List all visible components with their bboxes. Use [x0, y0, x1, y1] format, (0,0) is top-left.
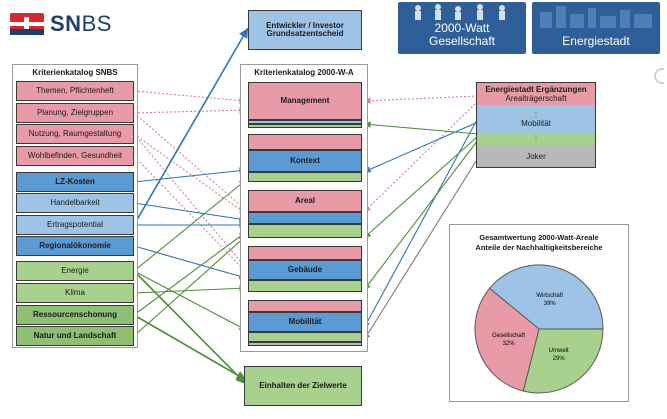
- snbs-economy-item-1: LZ-Kosten: [16, 172, 134, 192]
- link-citygreen-areal: [363, 135, 479, 239]
- snbs-environment-item-3: Ressourcenschonung: [16, 305, 134, 325]
- link-planung-management: [133, 106, 247, 114]
- pie-label-umwelt: Umwelt: [549, 348, 569, 354]
- snbs-catalog-title: Kriterienkatalog SNBS: [32, 68, 118, 77]
- watt-section-mobilitaet: Mobilität: [248, 312, 362, 332]
- link-planung-areal: [133, 112, 247, 211]
- link-citygreen-gebaeude: [363, 139, 479, 291]
- pie-value-wirtschaft: 39%: [544, 301, 557, 307]
- mobilitaet-society-strip: [248, 300, 362, 312]
- watt-section-areal: Areal: [248, 190, 362, 212]
- pie-chart-title: Gesamtwertung 2000-Watt-Areale Anteile d…: [450, 233, 628, 253]
- link-citygreen-management: [363, 121, 479, 135]
- investor-line2: Grundsatzentscheid: [266, 29, 344, 38]
- pie-value-umwelt: 29%: [553, 356, 566, 362]
- badge-energiestadt: Energiestadt: [532, 2, 660, 54]
- snbs-environment-item-2: Klima: [16, 283, 134, 303]
- city-supplement-panel: Energiestadt Ergänzungen Arealträgerscha…: [476, 82, 596, 168]
- watt-catalog-title: Kriterienkatalog 2000-W-A: [254, 68, 354, 77]
- management-economy-strip: [248, 120, 362, 124]
- areal-economy-strip: [248, 212, 362, 224]
- city-supplement-title: Energiestadt Ergänzungen: [485, 85, 587, 94]
- snbs-society-item-4: Wohlbefinden, Gesundheit: [16, 146, 134, 166]
- watt-section-kontext: Kontext: [248, 150, 362, 172]
- link-ressourcen-areal: [133, 231, 247, 316]
- areal-environment-strip: [248, 224, 362, 238]
- snbs-environment-item-4: Natur und Landschaft: [16, 326, 134, 346]
- pie-slice-gesellschaft: [474, 287, 540, 392]
- badge-2000-watt-text: 2000-Watt Gesellschaft: [398, 22, 526, 48]
- pie-title-line1: Gesamtwertung 2000-Watt-Areale: [479, 233, 599, 242]
- snbs-society-item-2: Planung, Zielgruppen: [16, 103, 134, 123]
- logo-text: SNBS: [50, 11, 112, 37]
- pie-slice-umwelt: [522, 328, 604, 394]
- snbs-environment-item-1: Energie: [16, 261, 134, 281]
- badge-2000-watt: 2000-Watt Gesellschaft: [398, 2, 526, 54]
- link-joker-mobilitaet: [363, 157, 479, 341]
- link-energie-kontext: [133, 179, 247, 272]
- link-energie-mobilitaet: [133, 270, 247, 331]
- city-skyline-icon: [540, 6, 652, 28]
- city-dots-1: :: [534, 110, 538, 119]
- gebaeude-society-strip: [248, 246, 362, 260]
- pie-label-gesellschaft: Gesellschaft: [492, 333, 525, 339]
- swiss-flag-icon: [10, 13, 44, 35]
- mobilitaet-environment-strip: [248, 332, 362, 342]
- decorative-arc: [654, 68, 664, 84]
- logo-text-bold: SN: [50, 11, 82, 36]
- mobilitaet-joker-strip: [248, 342, 362, 346]
- pie-title-line2: Anteile der Nachhaltigkeitsbereiche: [475, 243, 603, 252]
- management-environment-strip: [248, 124, 362, 128]
- badge-watt-line2: Gesellschaft: [428, 34, 496, 48]
- link-energie-zielwerte: [133, 270, 247, 385]
- city-item-joker: Joker: [477, 145, 595, 167]
- link-nutzung-areal: [133, 133, 247, 215]
- link-city-management: [363, 95, 479, 105]
- city-mobility-block: : Mobilität: [477, 105, 595, 133]
- link-city-areal: [363, 100, 479, 213]
- badge-watt-line1: 2000-Watt: [434, 21, 490, 35]
- watt-section-management: Management: [248, 82, 362, 120]
- kontext-society-strip: [248, 134, 362, 150]
- link-ressourcen-zielwerte: [133, 314, 247, 381]
- badge-energiestadt-text: Energiestadt: [562, 34, 630, 48]
- link-handel-areal: [133, 202, 247, 223]
- link-natur-areal: [133, 235, 247, 337]
- pie-label-wirtschaft: Wirtschaft: [536, 293, 563, 299]
- link-klima-gebaeude: [133, 284, 247, 294]
- pie-slice-wirtschaft: [488, 264, 604, 330]
- gebaeude-environment-strip: [248, 280, 362, 292]
- snbs-economy-item-2: Handelbarkeit: [16, 193, 134, 213]
- link-to-investor: [133, 27, 249, 226]
- link-region-gebaeude: [133, 245, 247, 280]
- link-citymob-kontext: [363, 121, 479, 173]
- snbs-society-item-1: Themen, Pflichtenheft: [16, 81, 134, 101]
- investor-line1: Entwickler / Investor: [266, 20, 344, 30]
- watt-section-gebaeude: Gebäude: [248, 260, 362, 280]
- link-wohlbefinden-gebaeude: [133, 155, 247, 273]
- snbs-economy-item-3: Ertragspotential: [16, 215, 134, 235]
- link-nutzung-gebaeude: [133, 133, 247, 269]
- city-item-mobilitaet: Mobilität: [521, 119, 551, 128]
- target-values-box: Einhalten der Zielwerte: [244, 366, 362, 406]
- city-supplement-header: Energiestadt Ergänzungen Arealträgerscha…: [477, 83, 595, 105]
- pie-chart-panel: Gesamtwertung 2000-Watt-Areale Anteile d…: [449, 224, 629, 402]
- link-lz-kontext: [133, 167, 247, 183]
- snbs-logo: SNBS: [10, 6, 160, 42]
- logo-text-light: BS: [81, 11, 112, 36]
- city-item-areal: Arealträgerschaft: [505, 94, 567, 103]
- snbs-economy-item-4: Regionalökonomie: [16, 236, 134, 256]
- city-environment-block: :: [477, 133, 595, 145]
- people-icon: [415, 4, 505, 20]
- pie-chart: Wirtschaft 39% Umwelt 29% Gesellschaft 32%: [474, 264, 604, 394]
- link-themen-management: [133, 90, 247, 104]
- kontext-environment-strip: [248, 172, 362, 182]
- pie-value-gesellschaft: 32%: [503, 341, 516, 347]
- investor-decision-box: Entwickler / Investor Grundsatzentscheid: [248, 10, 362, 50]
- snbs-society-item-3: Nutzung, Raumgestaltung: [16, 124, 134, 144]
- city-dots-2: :: [534, 133, 538, 142]
